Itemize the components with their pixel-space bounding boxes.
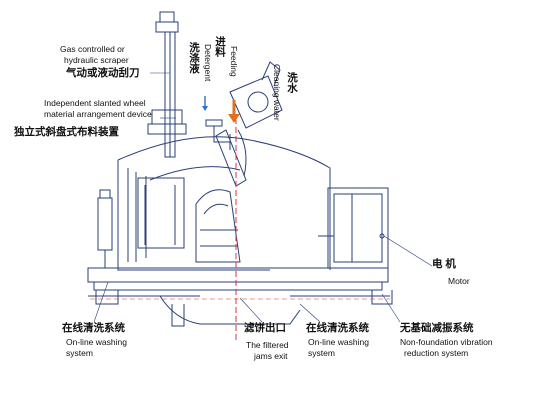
wheel-label-en-2: material arrangement device — [44, 109, 152, 119]
damper-cylinder — [97, 189, 113, 268]
scraper-label-en-1: Gas controlled or — [60, 44, 125, 54]
feeding-label-en: Feeding — [229, 46, 239, 77]
leader-motor — [383, 235, 433, 267]
leader-jams — [239, 297, 263, 323]
base-frame — [87, 267, 393, 327]
jams-exit-label-en-2: jams exit — [254, 351, 288, 361]
scraper-column — [147, 11, 187, 158]
motor-box — [318, 187, 389, 269]
leader-washing-left — [93, 281, 109, 323]
motor-label-cn: 电 机 — [432, 258, 456, 270]
washing-left-label-cn: 在线清洗系统 — [62, 322, 125, 334]
feed-pipe — [205, 61, 283, 187]
scraper-label-en-2: hydraulic scraper — [64, 55, 129, 65]
scraper-label-cn: 气动或液动刮刀 — [66, 67, 140, 79]
detergent-label-en: Detergent — [203, 44, 213, 82]
washing-mid-label-en-1: On-line washing — [308, 337, 369, 347]
feeding-label-cn: 进料 — [214, 36, 226, 57]
spray-pipes — [229, 129, 247, 177]
wheel-label-cn: 独立式斜盘式布料装置 — [14, 126, 119, 138]
washing-mid-label-cn: 在线清洗系统 — [306, 322, 369, 334]
centrifuge-basket — [117, 136, 331, 271]
leader-washing-mid — [299, 303, 321, 323]
jams-exit-label-en-1: The filtered — [246, 340, 289, 350]
washing-left-label-en-2: system — [66, 348, 93, 358]
wheel-label-en-1: Independent slanted wheel — [44, 98, 146, 108]
vibration-label-en-2: reduction system — [404, 348, 469, 358]
cleaning-water-label-cn: 洗水 — [286, 72, 298, 93]
vibration-label-cn: 无基础减振系统 — [400, 322, 474, 334]
motor-label-en: Motor — [448, 276, 470, 286]
jams-exit-label-cn: 滤饼出口 — [244, 322, 286, 334]
detergent-arrow-icon — [202, 96, 208, 111]
detergent-label-cn: 洗涤液 — [188, 42, 200, 74]
washing-left-label-en-1: On-line washing — [66, 337, 127, 347]
leader-vibration — [381, 293, 401, 323]
feed-arrow-icon — [228, 100, 240, 123]
cleaning-water-label-en: Cleaning water — [272, 64, 282, 121]
washing-mid-label-en-2: system — [308, 348, 335, 358]
vibration-label-en-1: Non-foundation vibration — [400, 337, 493, 347]
